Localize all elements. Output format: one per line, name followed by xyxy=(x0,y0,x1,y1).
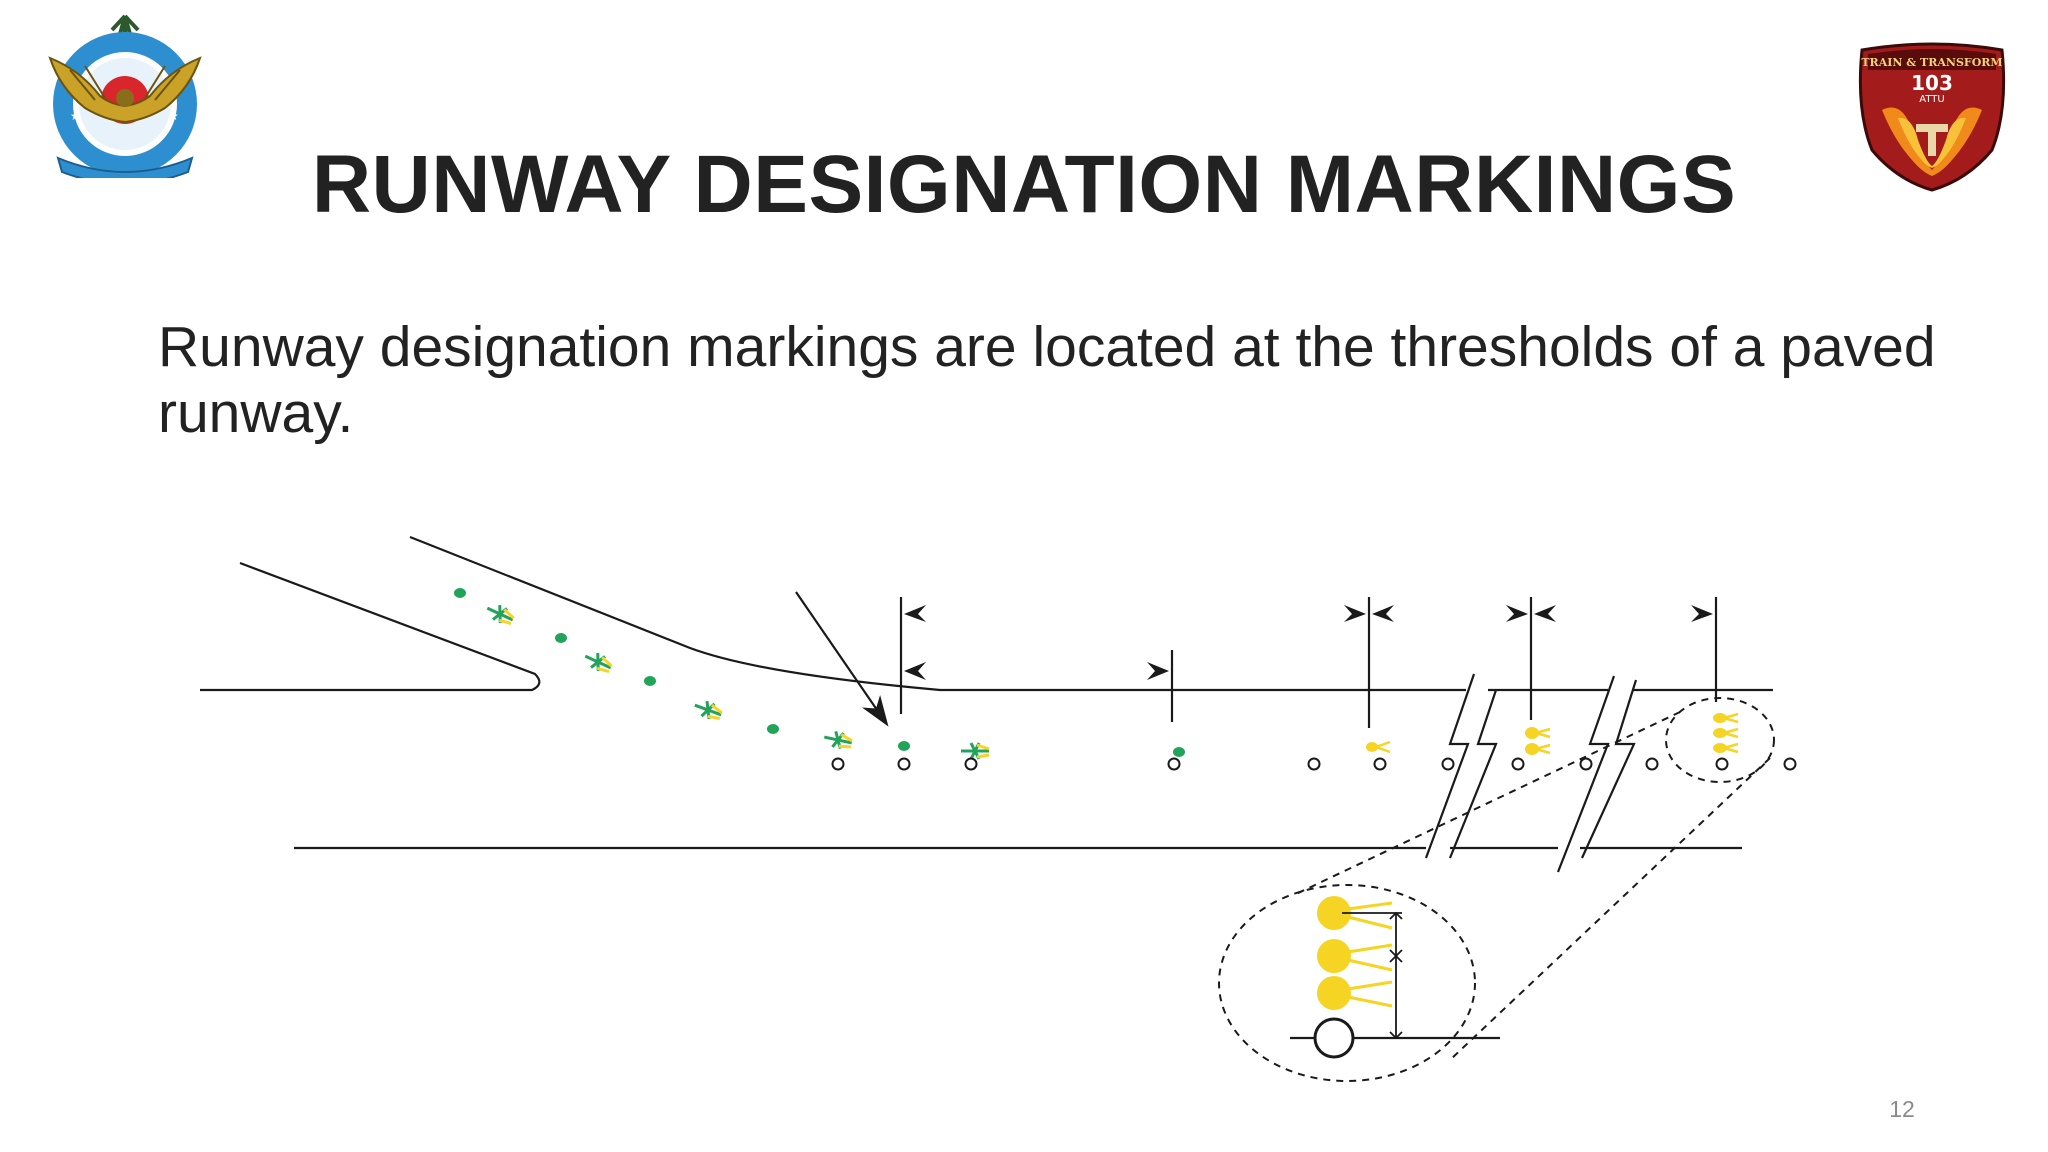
detail-zoom-ellipse xyxy=(1218,884,1476,1082)
arrowhead-4b xyxy=(1534,605,1556,622)
break-line-1b xyxy=(1448,689,1498,859)
arrowhead-5 xyxy=(1691,605,1713,622)
edge-light-circles xyxy=(831,757,1797,771)
arrowhead-2 xyxy=(1147,662,1169,680)
badge-number: 103 xyxy=(1911,71,1953,95)
arrowhead-4a xyxy=(1506,605,1528,622)
unit-103-badge-icon: TRAIN & TRANSFORM 103 ATTU xyxy=(1858,42,2006,192)
green-lights xyxy=(454,588,1185,757)
taxiway-left-edge xyxy=(200,561,541,692)
crossed-markers xyxy=(486,605,990,760)
yellow-markers xyxy=(1366,712,1739,755)
badge-motto: TRAIN & TRANSFORM xyxy=(1861,56,2002,69)
arrowhead-1a xyxy=(904,605,926,622)
arrowhead-3b xyxy=(1372,605,1394,622)
break-line-2a xyxy=(1556,675,1616,873)
svg-text:★: ★ xyxy=(168,109,179,123)
detail-callout xyxy=(1218,697,1775,1082)
runway-diagram xyxy=(200,535,1797,1082)
zoomed-marker-detail xyxy=(1290,896,1500,1059)
eagle-emblem-icon: ★ ★ xyxy=(48,14,202,178)
page-number: 12 xyxy=(1889,1096,1915,1122)
break-line-1a xyxy=(1424,673,1476,859)
arrowhead-1b xyxy=(904,662,926,680)
taxiway-right-edge xyxy=(409,535,1466,692)
slide-title: RUNWAY DESIGNATION MARKINGS xyxy=(311,139,1737,230)
detail-source-ellipse xyxy=(1665,697,1775,783)
pointer-arrow xyxy=(795,591,889,727)
slide-body-text: Runway designation markings are located … xyxy=(158,315,1936,445)
break-line-2b xyxy=(1580,679,1638,859)
svg-text:★: ★ xyxy=(70,109,81,123)
arrowhead-3a xyxy=(1344,605,1366,622)
badge-unit: ATTU xyxy=(1919,94,1944,105)
